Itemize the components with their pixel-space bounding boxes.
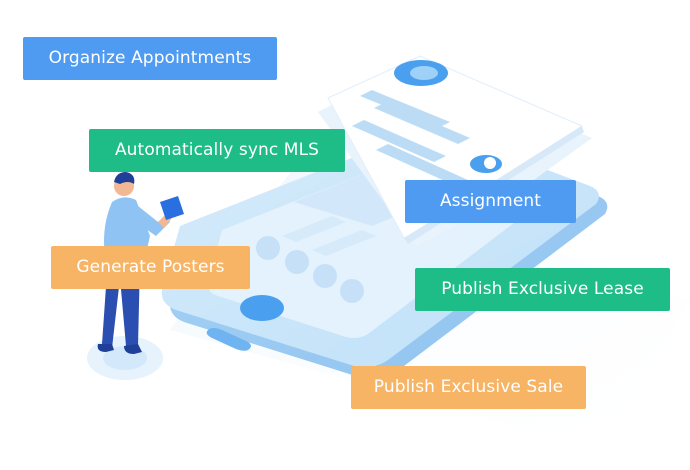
- tag-organize-appointments: Organize Appointments: [23, 37, 277, 80]
- home-button: [240, 295, 284, 321]
- profile-card-illustration: [318, 55, 592, 246]
- tag-assignment: Assignment: [405, 180, 576, 223]
- tag-generate-posters: Generate Posters: [51, 246, 250, 289]
- tag-publish-exclusive-sale: Publish Exclusive Sale: [351, 366, 586, 409]
- tag-publish-exclusive-lease: Publish Exclusive Lease: [415, 268, 670, 311]
- person-tablet: [160, 196, 184, 220]
- tag-automatically-sync-mls: Automatically sync MLS: [89, 129, 345, 172]
- card-lines: [352, 90, 470, 186]
- speaker-slot: [206, 328, 251, 351]
- card-avatar-inner: [410, 66, 438, 80]
- screen-list: [256, 216, 376, 303]
